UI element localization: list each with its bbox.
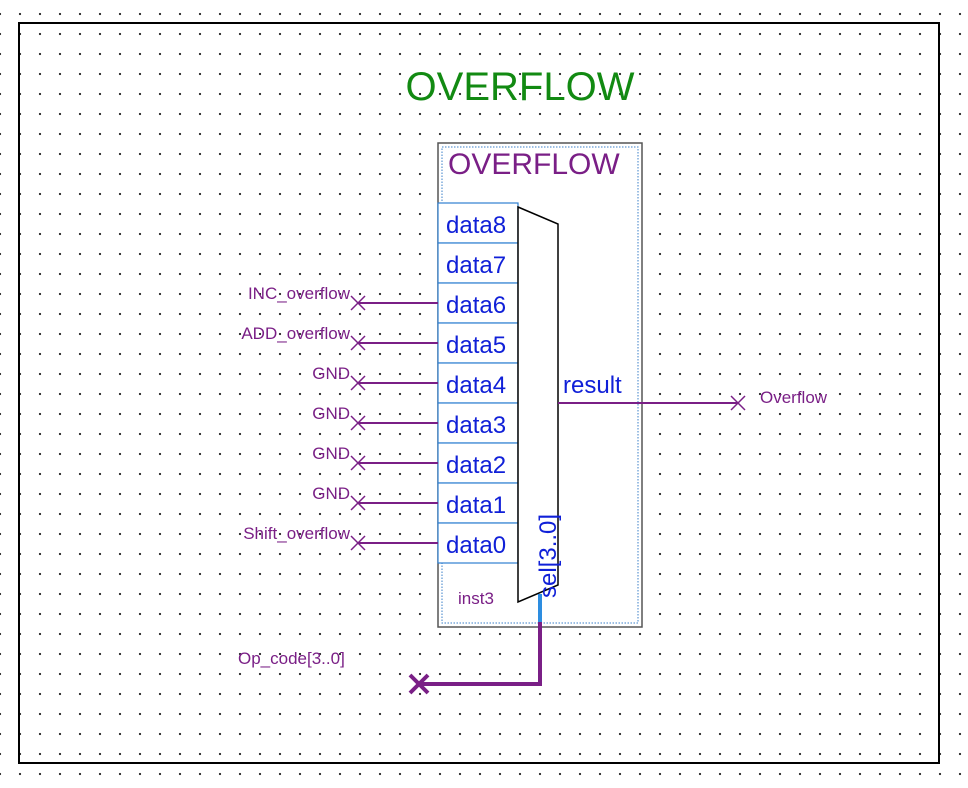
input-port-box-data8 xyxy=(437,202,519,244)
input-port-label-data4: data4 xyxy=(446,372,506,399)
input-signal-data6[interactable]: INC_overflow xyxy=(248,284,438,311)
input-signal-label: GND xyxy=(312,444,350,463)
input-port-label-data8: data8 xyxy=(446,212,506,239)
input-pin-x-icon xyxy=(350,495,366,511)
schematic-frame xyxy=(18,22,940,764)
output-signal-label: Overflow xyxy=(760,388,828,407)
input-signal-data2[interactable]: GND xyxy=(312,444,438,471)
input-port-label-data3: data3 xyxy=(446,412,506,439)
input-port-label-data7: data7 xyxy=(446,252,506,279)
output-port-label: result xyxy=(563,372,622,399)
input-pin-x-icon xyxy=(350,375,366,391)
input-pin-x-icon xyxy=(350,455,366,471)
diagram-title: OVERFLOW xyxy=(406,65,635,109)
select-signal-label: Op_code[3..0] xyxy=(238,649,345,668)
input-pin-x-icon xyxy=(350,415,366,431)
select-bus-wire xyxy=(420,622,542,686)
input-pin-x-icon xyxy=(350,295,366,311)
input-signal-data4[interactable]: GND xyxy=(312,364,438,391)
output-pin-x-icon xyxy=(730,395,746,411)
input-port-box-data1 xyxy=(437,482,519,524)
input-port-label-data0: data0 xyxy=(446,532,506,559)
block-name: OVERFLOW xyxy=(448,148,620,181)
select-pin-x-icon xyxy=(408,673,430,695)
input-signal-label: GND xyxy=(312,484,350,503)
input-port-label-data6: data6 xyxy=(446,292,506,319)
input-port-box-data0 xyxy=(437,522,519,564)
input-signal-label: ADD_overflow xyxy=(241,324,350,343)
input-signal-data1[interactable]: GND xyxy=(312,484,438,511)
input-signal-data0[interactable]: Shift_overflow xyxy=(243,524,438,551)
input-signal-label: GND xyxy=(312,364,350,383)
select-port-label: sel[3..0] xyxy=(535,514,562,598)
input-pin-x-icon xyxy=(350,335,366,351)
input-signal-data5[interactable]: ADD_overflow xyxy=(241,324,438,351)
input-port-label-data1: data1 xyxy=(446,492,506,519)
input-pin-x-icon xyxy=(350,535,366,551)
mux-symbol xyxy=(517,205,559,604)
input-signal-label: INC_overflow xyxy=(248,284,351,303)
input-port-label-data5: data5 xyxy=(446,332,506,359)
instance-label: inst3 xyxy=(458,589,494,608)
input-signal-label: Shift_overflow xyxy=(243,524,350,543)
input-port-boxes: data8 data7 data6 data5 data4 data3 data2 data1… xyxy=(437,202,519,564)
input-signal-label: GND xyxy=(312,404,350,423)
input-signal-data3[interactable]: GND xyxy=(312,404,438,431)
input-port-label-data2: data2 xyxy=(446,452,506,479)
